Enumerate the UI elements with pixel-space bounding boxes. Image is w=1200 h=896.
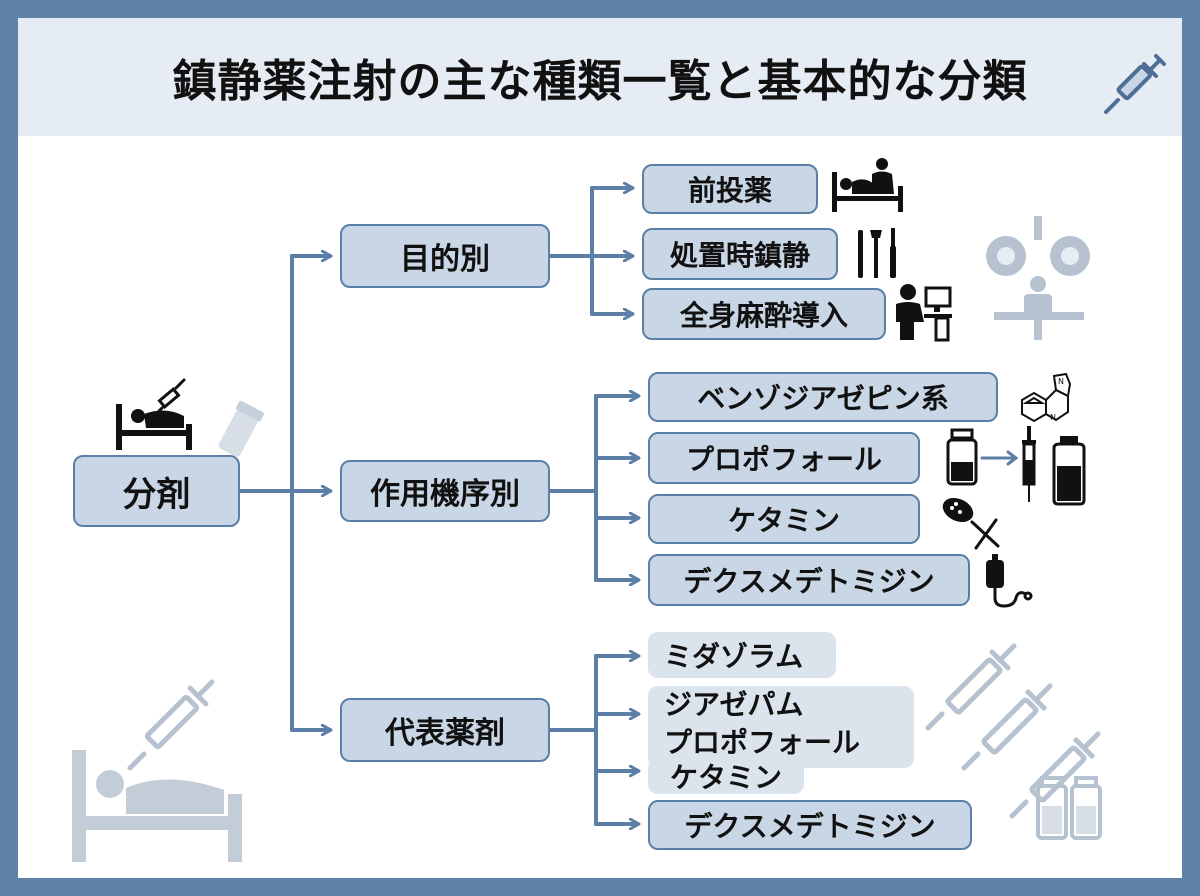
patient-bed-icon [72,679,242,862]
group-purpose: 目的別 [340,224,550,288]
leaf-propofol-rep: プロポフォール [664,726,861,759]
patient-bed-icon [832,158,903,212]
syringe-icon [925,643,1102,840]
patient-bed-icon [116,378,264,457]
title-band [18,18,1182,136]
group-mechanism: 作用機序別 [340,460,550,522]
leaf-premedication: 前投薬 [642,164,818,214]
leaf-diazepam-propofol: ジアゼパム プロポフォール [648,686,914,768]
leaf-dexmedetomidine: デクスメデトミジン [648,554,970,606]
anesthesiologist-icon [896,284,952,342]
syringe-vial-icon [1022,426,1086,506]
syringe-icon [1104,54,1166,114]
iv-bag-icon [986,554,1033,608]
vial-icon [946,428,978,486]
arrow-icon [980,450,1019,466]
leaf-diazepam: ジアゼパム [664,688,804,721]
root-node: 分剤 [73,455,240,527]
leaf-propofol: プロポフォール [648,432,920,484]
leaf-ketamine: ケタミン [648,494,920,544]
molecule-icon: N N [1021,372,1072,423]
surgical-lights-icon [986,216,1090,340]
leaf-benzodiazepine: ベンゾジアゼピン系 [648,372,998,422]
ketamine-icon [942,497,1000,550]
leaf-dexmedetomidine-rep: デクスメデトミジン [648,800,972,850]
leaf-ketamine-rep: ケタミン [648,758,804,794]
page-title: 鎮静薬注射の主な種類一覧と基本的な分類 [172,56,1028,107]
svg-text:N: N [1058,377,1064,386]
diagram-frame: 鎮静薬注射の主な種類一覧と基本的な分類 [18,18,1182,878]
leaf-anesthesia-induction: 全身麻酔導入 [642,288,886,340]
svg-text:N: N [1050,413,1056,422]
surgical-tools-icon [858,228,896,278]
leaf-midazolam: ミダゾラム [648,632,836,678]
leaf-procedural-sedation: 処置時鎮静 [642,228,838,280]
connector-lines [238,18,1182,878]
group-representative: 代表薬剤 [340,698,550,762]
